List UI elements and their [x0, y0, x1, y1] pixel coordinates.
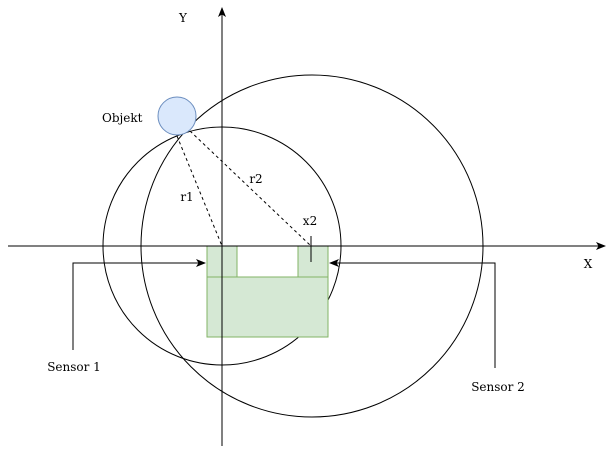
x-axis-label: X: [584, 257, 593, 271]
object-circle: [157, 96, 197, 136]
r1-line: [176, 135, 223, 247]
r1-label: r1: [180, 190, 193, 204]
x2-label: x2: [303, 214, 317, 228]
sensor2-label: Sensor 2: [471, 380, 525, 394]
sensor2-connector: [329, 259, 496, 368]
y-axis-label: Y: [178, 11, 188, 25]
sensor-block-right-tab: [297, 245, 329, 278]
r2-line: [189, 130, 312, 247]
sensor1-label: Sensor 1: [47, 360, 101, 374]
object-label: Objekt: [102, 111, 143, 125]
sensor-block-base: [206, 276, 329, 338]
sensor1-connector: [72, 259, 206, 350]
r2-label: r2: [249, 172, 262, 186]
